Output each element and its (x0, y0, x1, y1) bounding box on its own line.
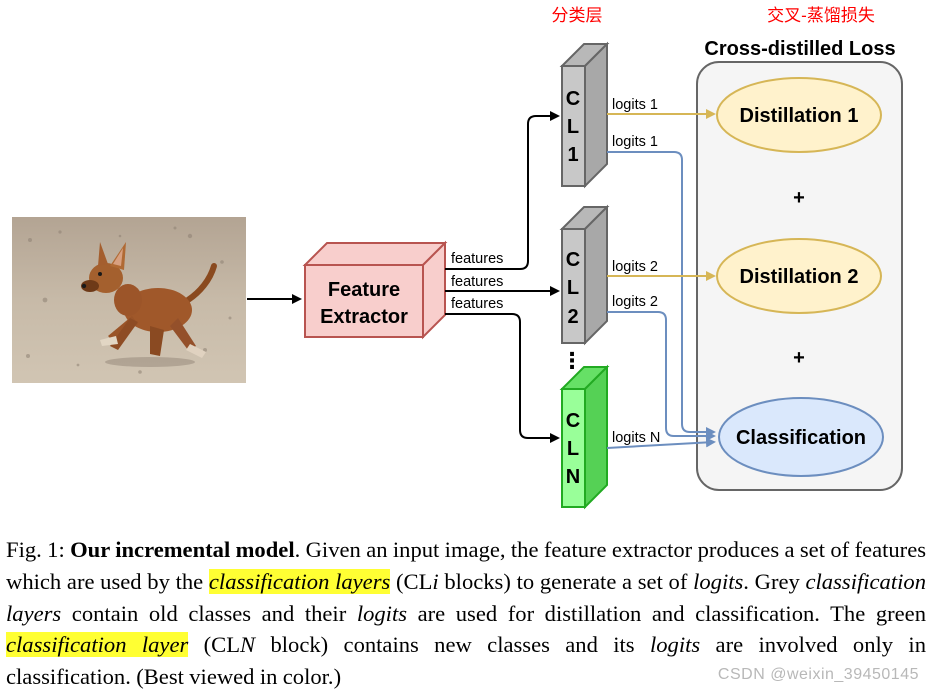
logits-label-n: logits N (612, 430, 660, 446)
caption-italic-1: i (432, 568, 439, 594)
features-label-3: features (451, 296, 503, 312)
cl2-char-2: L (567, 277, 579, 299)
puppy-figure (81, 242, 217, 358)
cl1-block: C L 1 (559, 41, 610, 189)
cln-char-2: L (567, 438, 579, 460)
chinese-label-classification-layers: 分类层 (552, 6, 603, 25)
caption-italic-3: classification layers (6, 568, 926, 626)
model-diagram: 分类层 交叉-蒸馏损失 Cross-distilled Loss (12, 6, 903, 510)
more-blocks-dots: ⋮ (561, 348, 583, 373)
chinese-label-cross-distill-loss: 交叉-蒸馏损失 (767, 6, 875, 25)
logits-label-2a: logits 2 (612, 259, 658, 275)
distillation-1-label: Distillation 1 (740, 105, 859, 127)
caption-text-2: (CL (390, 568, 433, 594)
caption-text-5: contain old classes and their (61, 600, 357, 626)
cl2-block: C L 2 (559, 204, 610, 346)
distillation-1-node (716, 77, 882, 153)
cl2-char-1: C (566, 249, 580, 271)
logits2-to-class-arrow (607, 311, 716, 441)
feature-extractor-line1: Feature (328, 279, 400, 301)
logits-label-1b: logits 1 (612, 134, 658, 150)
feature-extractor-block: Feature Extractor (302, 240, 448, 340)
figure-caption: Fig. 1: Our incremental model. Given an … (6, 534, 926, 693)
features-arrow-to-cln (445, 313, 560, 443)
cln-block: C L N (559, 364, 610, 510)
loss-title: Cross-distilled Loss (704, 38, 895, 60)
cl2-char-3: 2 (567, 306, 578, 328)
features-arrow-to-cl1 (445, 111, 560, 270)
cl1-char-3: 1 (567, 144, 578, 166)
cln-char-3: N (566, 466, 580, 488)
logits-label-2b: logits 2 (612, 294, 658, 310)
cl1-char-1: C (566, 88, 580, 110)
caption-text-6: are used for distillation and classifica… (407, 600, 926, 626)
caption-text-8: block) contains new classes and its (255, 632, 650, 658)
caption-bold-title: Our incremental model (70, 537, 295, 562)
feature-extractor-line2: Extractor (320, 306, 408, 328)
cln-char-1: C (566, 410, 580, 432)
classification-node (718, 397, 884, 477)
logitsN-to-class-arrow (606, 437, 716, 449)
features-label-1: features (451, 251, 503, 267)
caption-italic-5: N (240, 632, 256, 658)
caption-highlight-1: classification layers (208, 568, 391, 594)
caption-text-9: are involved only in classification. (Be… (6, 632, 926, 690)
logits1-to-class-arrow (607, 151, 716, 437)
caption-italic-2: logits (693, 568, 744, 594)
input-image (12, 217, 246, 383)
cl1-char-2: L (567, 116, 579, 138)
caption-italic-4: logits (356, 600, 408, 626)
caption-fig-number: Fig. 1: (6, 537, 71, 562)
plus-sign-2: + (793, 347, 805, 369)
distillation-2-label: Distillation 2 (740, 266, 859, 288)
caption-highlight-2: classification layer (6, 632, 189, 658)
csdn-watermark: CSDN @weixin_39450145 (717, 666, 919, 683)
features-label-2: features (451, 274, 503, 290)
caption-text-7: (CL (188, 632, 241, 658)
distillation-2-node (716, 238, 882, 314)
plus-sign-1: + (793, 187, 805, 209)
logits-label-1a: logits 1 (612, 97, 658, 113)
classification-label: Classification (736, 427, 866, 449)
caption-text-4: . Grey (743, 568, 806, 594)
caption-text-3: blocks) to generate a set of (438, 568, 694, 594)
caption-text-1: . Given an input image, the feature extr… (6, 537, 927, 594)
caption-italic-6: logits (649, 632, 701, 658)
